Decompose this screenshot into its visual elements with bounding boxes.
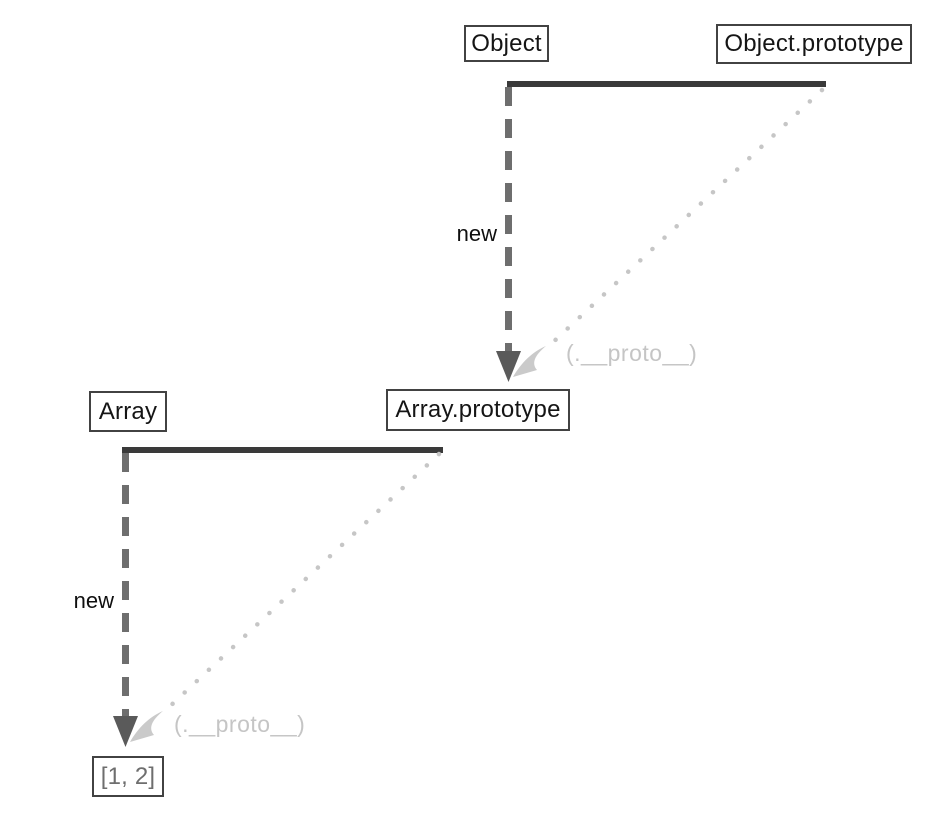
node-array: Array bbox=[89, 391, 167, 432]
new-label-array: new bbox=[73, 588, 114, 613]
proto-arrowhead-array-icon bbox=[130, 711, 163, 742]
new-label-object: new bbox=[456, 221, 497, 246]
node-instance-array-literal: [1, 2] bbox=[92, 756, 164, 797]
proto-dotted-line-array bbox=[163, 451, 442, 713]
proto-label-array: (.__proto__) bbox=[174, 711, 306, 737]
new-arrowhead-object-icon bbox=[496, 351, 521, 382]
node-object-prototype: Object.prototype bbox=[716, 24, 912, 64]
proto-arrowhead-object-icon bbox=[513, 346, 546, 377]
proto-dotted-line-object bbox=[546, 87, 825, 349]
node-array-prototype: Array.prototype bbox=[386, 389, 570, 431]
node-object: Object bbox=[464, 25, 549, 62]
new-arrowhead-array-icon bbox=[113, 716, 138, 747]
proto-label-object: (.__proto__) bbox=[566, 340, 698, 366]
